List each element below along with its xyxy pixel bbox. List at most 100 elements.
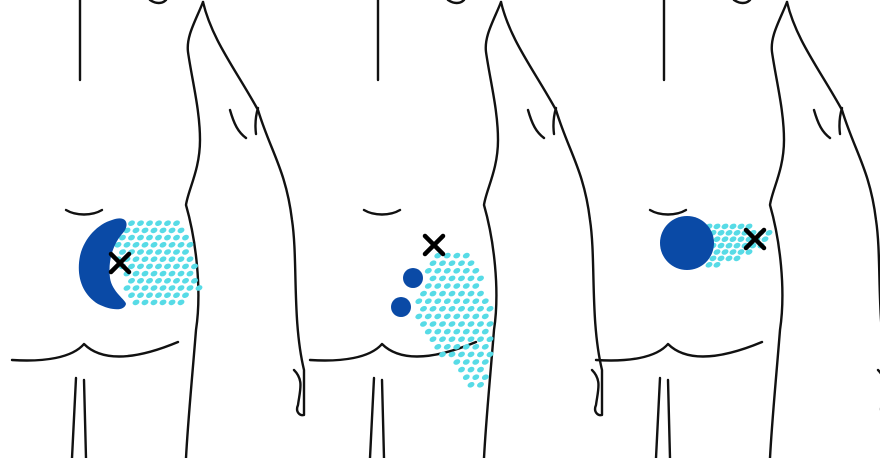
referred-pain-dot [177, 284, 186, 292]
referred-pain-dot [467, 366, 476, 374]
referred-pain-dot [145, 219, 154, 227]
referred-pain-dot [725, 255, 734, 263]
referred-pain-dot [433, 267, 442, 275]
referred-pain-dot [438, 290, 447, 298]
referred-pain-dot [713, 261, 722, 269]
referred-pain-dot [471, 328, 480, 336]
referred-pain-dot [462, 373, 471, 381]
referred-pain-dot [123, 284, 132, 292]
referred-pain-dot [195, 284, 204, 292]
referred-pain-dot [163, 219, 172, 227]
referred-pain-dot [462, 267, 471, 275]
primary-pain-blob [391, 297, 411, 317]
referred-pain-dot [181, 234, 190, 242]
referred-pain-dot [476, 366, 485, 374]
referred-pain-dot [443, 328, 452, 336]
referred-pain-dot [462, 358, 471, 366]
referred-pain-dot [733, 242, 742, 250]
referred-pain-dot [181, 248, 190, 256]
referred-pain-dot [471, 282, 480, 290]
referred-pain-dot [424, 282, 433, 290]
referred-pain-dot [136, 219, 145, 227]
referred-pain-dot [181, 291, 190, 299]
referred-pain-dot [481, 373, 490, 381]
referred-pain-dot [181, 263, 190, 271]
referred-pain-dot [136, 248, 145, 256]
referred-pain-dot [429, 305, 438, 313]
referred-pain-dot [127, 277, 136, 285]
referred-pain-dot [457, 290, 466, 298]
referred-pain-dot [448, 320, 457, 328]
referred-pain-dot [457, 366, 466, 374]
referred-pain-dot [721, 223, 730, 231]
referred-pain-dot [443, 282, 452, 290]
referred-pain-dot [481, 328, 490, 336]
body-outline [596, 0, 880, 458]
referred-pain-dot [452, 252, 461, 260]
referred-pain-dot [141, 284, 150, 292]
referred-pain-dot [150, 299, 159, 307]
referred-pain-dot [452, 328, 461, 336]
referred-pain-dot [729, 235, 738, 243]
referred-pain-dot [159, 299, 168, 307]
referred-pain-dot [159, 255, 168, 263]
referred-pain-dot [737, 235, 746, 243]
referred-pain-dot [438, 305, 447, 313]
primary-pain-blob [403, 268, 423, 288]
referred-pain-dot [717, 255, 726, 263]
referred-pain-dot [486, 320, 495, 328]
referred-pain-dot [141, 227, 150, 235]
referred-pain-dot [471, 297, 480, 305]
referred-pain-dot [729, 248, 738, 256]
referred-pain-dot [414, 313, 423, 321]
referred-pain-dot [481, 358, 490, 366]
referred-pain-dot [123, 241, 132, 249]
referred-pain-dot [154, 248, 163, 256]
referred-pain-dot [154, 219, 163, 227]
referred-pain-dot [424, 328, 433, 336]
panel-1 [12, 0, 304, 458]
referred-pain-dot [443, 313, 452, 321]
referred-pain-dot [471, 267, 480, 275]
referred-pain-dot [438, 259, 447, 267]
referred-pain-dot [141, 255, 150, 263]
trigger-point-x-icon [425, 236, 443, 254]
referred-pain-dot [476, 351, 485, 359]
body-outline [310, 0, 602, 458]
referred-pain-dot [462, 313, 471, 321]
referred-pain-dot [159, 284, 168, 292]
referred-pain-dot [186, 284, 195, 292]
referred-pain-dot [132, 227, 141, 235]
referred-pain-dot [476, 335, 485, 343]
referred-pain-dot [471, 358, 480, 366]
referred-pain-dot [725, 229, 734, 237]
referred-pain-dot [481, 313, 490, 321]
referred-pain-dot [457, 335, 466, 343]
referred-pain-dot [761, 235, 770, 243]
referred-pain-dot [476, 275, 485, 283]
referred-pain-dot [424, 313, 433, 321]
referred-pain-dot [159, 227, 168, 235]
referred-pain-dot [721, 248, 730, 256]
referred-pain-dot [172, 277, 181, 285]
referred-pain-dot [168, 241, 177, 249]
referred-pain-dot [150, 255, 159, 263]
referred-pain-dot [163, 277, 172, 285]
body-outline [12, 0, 304, 458]
referred-pain-dot [141, 241, 150, 249]
referred-pain-dot [481, 297, 490, 305]
referred-pain-dot [177, 227, 186, 235]
referred-pain-dot [163, 291, 172, 299]
referred-pain-dot [159, 241, 168, 249]
referred-pain-dot [733, 229, 742, 237]
referred-pain-dot [433, 297, 442, 305]
referred-pain-dot [172, 234, 181, 242]
referred-pain-dot [443, 267, 452, 275]
referred-pain-dot [145, 234, 154, 242]
referred-pain-dot [168, 227, 177, 235]
referred-pain-dot [172, 263, 181, 271]
referred-pain-dot [433, 313, 442, 321]
referred-pain-dot [457, 320, 466, 328]
referred-pain-dot [163, 234, 172, 242]
